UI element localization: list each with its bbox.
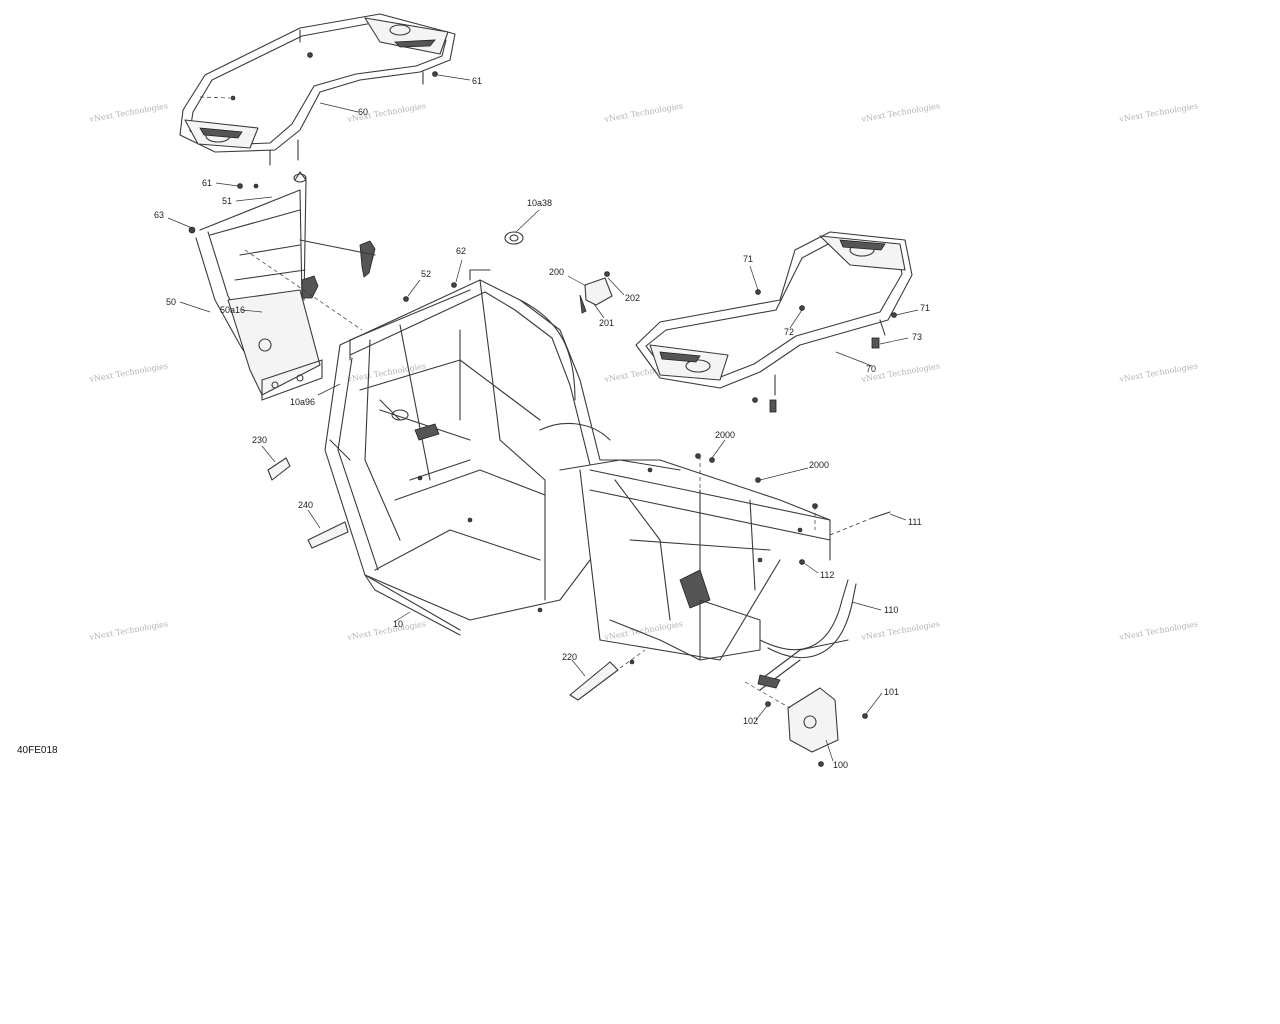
callout-111: 111 xyxy=(908,517,922,527)
callout-61: 61 xyxy=(202,178,212,188)
callout-70: 70 xyxy=(866,364,876,374)
callout-101: 101 xyxy=(884,687,899,697)
rear-rack-60 xyxy=(179,13,456,166)
watermark: vNext Technologies xyxy=(1118,101,1199,124)
callout-10a38: 10a38 xyxy=(527,198,552,208)
callout-202: 202 xyxy=(625,293,640,303)
callout-51: 51 xyxy=(222,196,232,206)
callout-10: 10 xyxy=(393,619,403,629)
callout-63: 63 xyxy=(154,210,164,220)
watermark: vNext Technologies xyxy=(603,101,684,124)
callout-60: 60 xyxy=(358,107,368,117)
callout-50: 50 xyxy=(166,297,176,307)
callout-71: 71 xyxy=(920,303,930,313)
callout-240: 240 xyxy=(298,500,313,510)
callout-102: 102 xyxy=(743,716,758,726)
small-parts xyxy=(237,183,891,767)
watermark: vNext Technologies xyxy=(88,619,169,642)
callout-labels: 61 60 61 51 63 50 50a16 10a96 52 62 10a3… xyxy=(154,76,930,770)
front-rack-70 xyxy=(635,231,913,413)
callout-71: 71 xyxy=(743,254,753,264)
watermark: vNext Technologies xyxy=(346,361,427,384)
grommet-10a38 xyxy=(504,231,524,245)
rear-frame-50 xyxy=(188,171,376,401)
watermark: vNext Technologies xyxy=(1118,619,1199,642)
callout-2000: 2000 xyxy=(715,430,735,440)
watermark: vNext Technologies xyxy=(346,619,427,642)
callout-10a96: 10a96 xyxy=(290,397,315,407)
watermark: vNext Technologies xyxy=(603,619,684,642)
watermark: vNext Technologies xyxy=(88,361,169,384)
watermark: vNext Technologies xyxy=(860,101,941,124)
callout-100: 100 xyxy=(833,760,848,770)
callout-62: 62 xyxy=(456,246,466,256)
watermark: vNext Technologies xyxy=(88,101,169,124)
callout-200: 200 xyxy=(549,267,564,277)
watermark: vNext Technologies xyxy=(860,619,941,642)
callout-50a16: 50a16 xyxy=(220,305,245,315)
leader-lines xyxy=(167,74,919,762)
callout-110: 110 xyxy=(884,605,898,615)
callout-52: 52 xyxy=(421,269,431,279)
callout-72: 72 xyxy=(784,327,794,337)
callout-220: 220 xyxy=(562,652,577,662)
callout-61: 61 xyxy=(472,76,482,86)
callout-201: 201 xyxy=(599,318,614,328)
callout-112: 112 xyxy=(820,570,834,580)
callout-2000: 2000 xyxy=(809,460,829,470)
callout-230: 230 xyxy=(252,435,267,445)
main-frame-10 xyxy=(324,269,831,661)
watermark: vNext Technologies xyxy=(1118,361,1199,384)
diagram-reference-code: 40FE018 xyxy=(17,745,58,756)
callout-73: 73 xyxy=(912,332,922,342)
